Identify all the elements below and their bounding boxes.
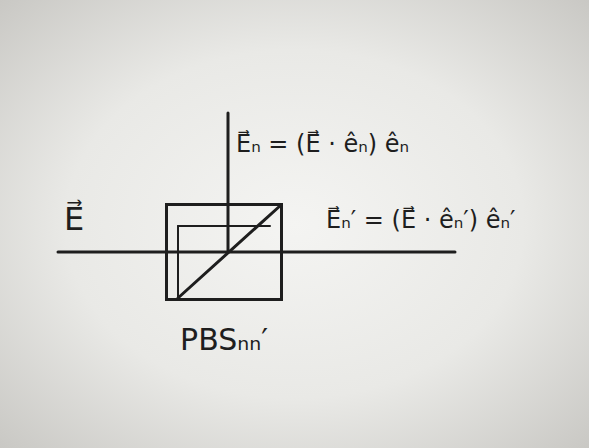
input-field-label: E⃗ — [64, 200, 84, 238]
cube-edge — [177, 226, 179, 298]
component-label: PBSₙₙ′ — [180, 322, 268, 358]
output-field-label: E⃗ₙ′ = (E⃗ · êₙ′) êₙ′ — [326, 206, 516, 235]
output-field-label: E⃗ₙ = (E⃗ · êₙ) êₙ — [236, 130, 409, 159]
cube-edge — [178, 225, 270, 227]
beam-splitter-cube: PBSₙₙ′ — [165, 203, 283, 301]
horizontal-beam — [58, 251, 455, 254]
splitter-diagonal — [178, 205, 281, 298]
reflected-beam — [227, 113, 230, 252]
